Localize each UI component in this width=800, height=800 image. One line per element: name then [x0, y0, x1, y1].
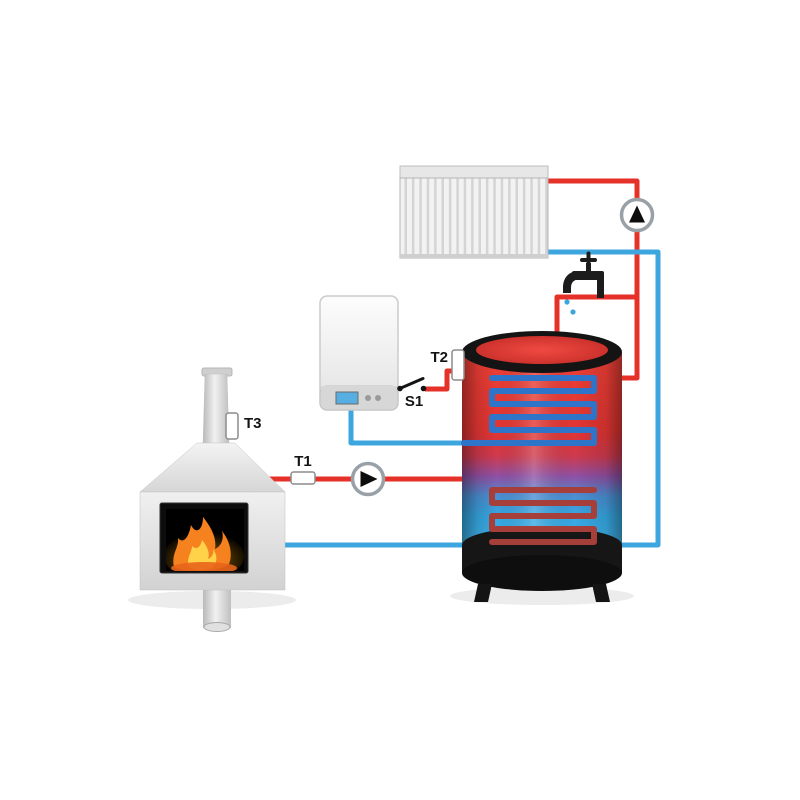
storage-tank: [461, 331, 622, 602]
water-drop-2: [570, 309, 576, 315]
tank-top-face: [476, 336, 608, 364]
fire-icon: [166, 517, 244, 571]
tap-icon: [563, 251, 604, 315]
tank-shadow: [450, 587, 634, 605]
tap-handle-post: [586, 251, 591, 269]
tank-base-bottom: [462, 555, 622, 591]
fireplace-hood: [139, 442, 286, 493]
tank-foot-right: [592, 584, 610, 602]
tap-spout: [563, 271, 579, 293]
label-s1: S1: [405, 393, 423, 410]
switch-contact-left: [397, 385, 403, 392]
sensor-t3: [225, 412, 239, 440]
label-t3: T3: [244, 415, 262, 432]
switch-blade: [399, 377, 425, 390]
flue-pipe-end: [203, 622, 231, 632]
switch-s1: [397, 377, 427, 392]
tap-stand: [597, 276, 604, 298]
chimney: [202, 373, 230, 445]
tank-body-shading: [462, 352, 622, 552]
fireplace: [139, 367, 286, 632]
switch-contact-right: [420, 385, 427, 392]
boiler: [319, 295, 399, 411]
pipe-dhw-tap: [554, 294, 637, 342]
pipe-radiator-return: [542, 249, 661, 548]
pump-triangle-up: [629, 205, 645, 223]
boiler-panel-top: [321, 386, 397, 396]
tap-body: [572, 271, 604, 280]
pipe-boiler-return: [348, 407, 464, 446]
flue-pipe: [203, 586, 231, 628]
tank-upper-coil: [461, 375, 597, 446]
boiler-display: [335, 391, 359, 405]
sensor-t1: [290, 471, 316, 485]
label-t1: T1: [294, 453, 312, 470]
radiator: [399, 165, 549, 259]
pipes-layer: [266, 178, 661, 548]
radiator-panel: [399, 177, 549, 259]
water-drop-1: [564, 299, 570, 305]
boiler-button-1: [365, 395, 371, 401]
label-t2: T2: [430, 349, 448, 366]
tank-foot-left: [474, 584, 492, 602]
boiler-button-2: [375, 395, 381, 401]
pump-triangle-right: [360, 471, 378, 487]
pipe-radiator-supply: [542, 178, 640, 381]
radiator-bottom-edge: [400, 254, 548, 258]
sensor-t2: [451, 349, 465, 381]
radiator-top-grille: [399, 165, 549, 179]
fireplace-pump-icon: [350, 461, 386, 497]
radiator-pump-icon: [619, 197, 655, 233]
embers: [171, 562, 237, 571]
tank-lower-coil: [489, 487, 597, 545]
